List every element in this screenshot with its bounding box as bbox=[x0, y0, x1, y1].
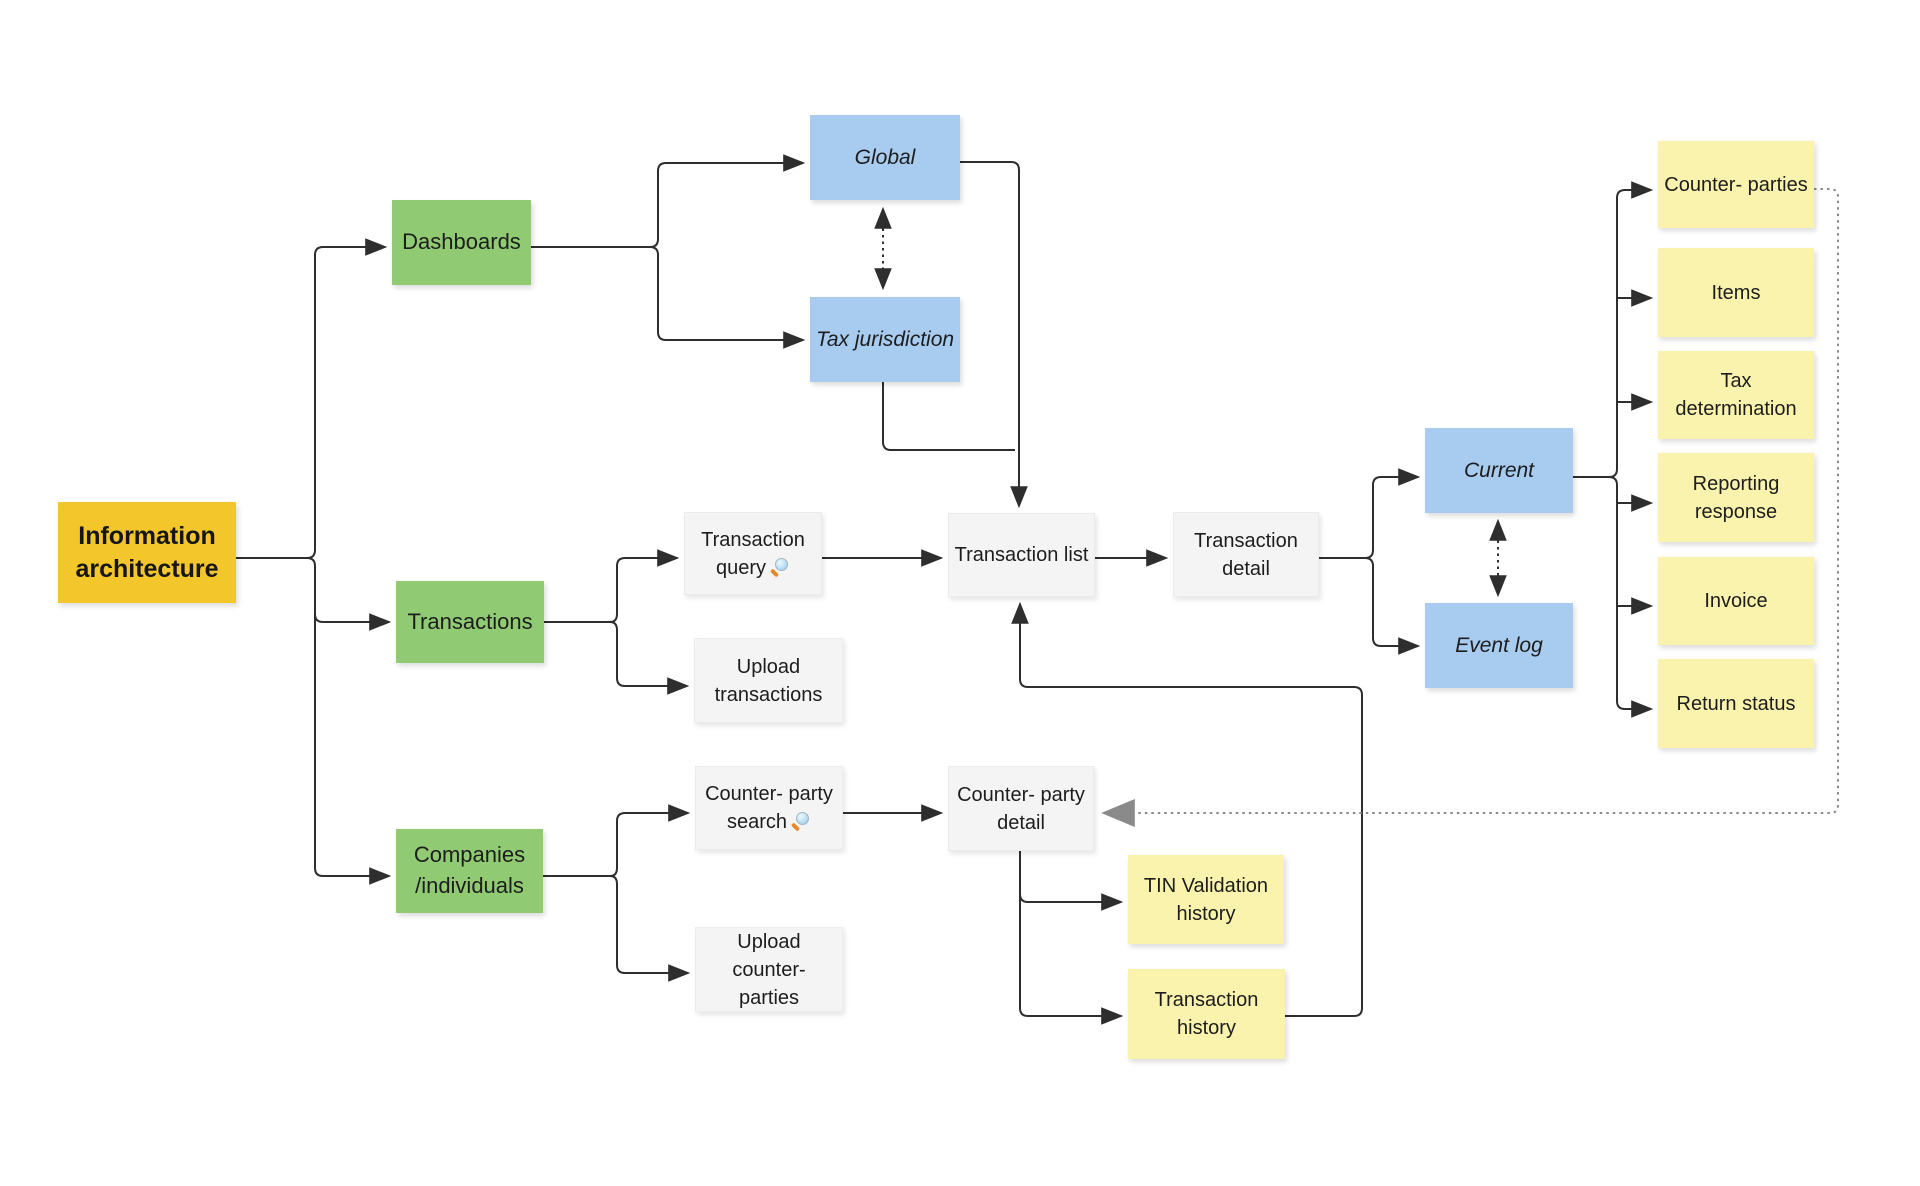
node-upload-transactions: Upload transactions bbox=[694, 638, 843, 723]
node-label: Transactions bbox=[407, 608, 533, 634]
node-label: Information architecture bbox=[75, 522, 219, 583]
node-label: Transaction history bbox=[1154, 989, 1259, 1039]
node-transaction-query: Transaction query bbox=[684, 512, 822, 595]
node-invoice: Invoice bbox=[1658, 557, 1814, 645]
node-label: Counter- parties bbox=[1664, 173, 1808, 196]
edge-trunk-dashboards bbox=[306, 238, 388, 559]
edge-companies-uploadcp bbox=[609, 875, 691, 982]
node-label: Return status bbox=[1676, 692, 1796, 715]
edge-fan-counterparties bbox=[1608, 181, 1654, 478]
edge-dashboards-taxjur bbox=[649, 246, 806, 349]
node-transaction-detail: Transaction detail bbox=[1173, 512, 1319, 597]
node-label: Counter- party search bbox=[705, 783, 833, 833]
dotted-gray-edges bbox=[1101, 188, 1839, 827]
edge-cpdetail-tin bbox=[1019, 851, 1124, 911]
search-lens bbox=[775, 557, 789, 571]
node-label: Reporting response bbox=[1692, 472, 1780, 523]
edge-transactions-query bbox=[609, 549, 680, 623]
node-items: Items bbox=[1658, 248, 1814, 337]
node-label: Tax determination bbox=[1675, 370, 1797, 420]
node-label: Dashboards bbox=[402, 229, 521, 255]
edge-cpdetail-txhistory bbox=[1019, 894, 1124, 1025]
edge-companies-cpsearch bbox=[609, 804, 691, 877]
edge-trunk-companies bbox=[306, 557, 392, 885]
edge-taxjur-merge bbox=[882, 382, 1015, 451]
search-icon bbox=[769, 557, 790, 578]
node-label: TIN Validation history bbox=[1143, 874, 1269, 925]
edge-global-transactionlist bbox=[960, 161, 1028, 509]
edge-detail-current bbox=[1364, 468, 1421, 559]
dotted-double-edges bbox=[874, 206, 1507, 598]
edge-trunk-transactions bbox=[314, 613, 392, 631]
edge-counterparties-cpdetail bbox=[1101, 188, 1839, 827]
search-icon bbox=[790, 812, 811, 832]
node-counter-party-detail: Counter- party detail bbox=[948, 766, 1094, 851]
node-transaction-list: Transaction list bbox=[948, 513, 1095, 597]
edge-detail-eventlog bbox=[1364, 557, 1421, 655]
node-tax-determination: Tax determination bbox=[1658, 351, 1814, 439]
node-return-status: Return status bbox=[1658, 659, 1814, 748]
node-transactions: Transactions bbox=[396, 581, 544, 663]
node-counter-parties: Counter- parties bbox=[1658, 141, 1814, 228]
search-lens bbox=[796, 812, 810, 825]
node-label: Transaction query bbox=[701, 528, 805, 579]
node-label: Companies /individuals bbox=[413, 842, 526, 898]
node-label: Event log bbox=[1455, 633, 1543, 657]
node-dashboards: Dashboards bbox=[392, 200, 531, 285]
node-label: Transaction list bbox=[954, 544, 1089, 566]
node-label: Transaction detail bbox=[1194, 529, 1298, 580]
node-label: Upload transactions bbox=[714, 655, 823, 706]
node-global: Global bbox=[810, 115, 960, 200]
node-label: Items bbox=[1711, 281, 1761, 304]
node-label: Counter- party detail bbox=[957, 783, 1085, 834]
edge-fan-returnstatus bbox=[1608, 476, 1654, 718]
node-label: Upload counter- parties bbox=[732, 930, 806, 1009]
node-reporting-response: Reporting response bbox=[1658, 453, 1814, 542]
node-upload-counter-parties: Upload counter- parties bbox=[695, 927, 843, 1012]
node-current: Current bbox=[1425, 428, 1573, 513]
node-counter-party-search: Counter- party search bbox=[695, 766, 843, 850]
node-label: Tax jurisdiction bbox=[815, 327, 955, 351]
node-information-architecture: Information architecture bbox=[58, 502, 236, 603]
edge-txhistory-txlist bbox=[1011, 601, 1363, 1017]
node-transaction-history: Transaction history bbox=[1128, 969, 1285, 1059]
edge-dashboards-global bbox=[649, 154, 806, 248]
node-event-log: Event log bbox=[1425, 603, 1573, 688]
node-label: Global bbox=[854, 145, 916, 169]
edge-transactions-upload bbox=[609, 621, 690, 695]
node-tax-jurisdiction: Tax jurisdiction bbox=[810, 297, 960, 382]
node-label: Invoice bbox=[1704, 590, 1768, 612]
solid-edges bbox=[236, 154, 1654, 1025]
node-tin-validation-history: TIN Validation history bbox=[1128, 855, 1284, 944]
node-companies-individuals: Companies /individuals bbox=[396, 829, 543, 913]
node-label: Current bbox=[1463, 458, 1535, 482]
